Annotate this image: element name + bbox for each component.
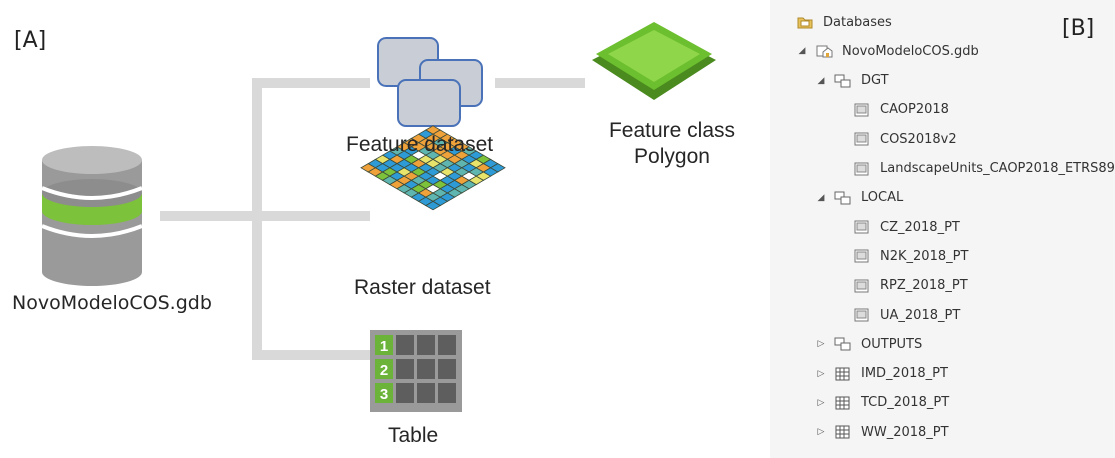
table-cell [396, 335, 414, 355]
tree-item[interactable]: ▷ TCD_2018_PT [816, 391, 950, 415]
tree-item[interactable]: UA_2018_PT [835, 303, 960, 327]
tree-item[interactable]: CAOP2018 [835, 98, 949, 122]
tree-item-label: Databases [823, 14, 892, 30]
feature-class-label-line1: Feature class [608, 119, 736, 142]
table-icon: 1 2 3 [370, 330, 462, 412]
geodatabase-diagram: [A] [12, 22, 756, 447]
collapse-arrow-icon[interactable]: ◢ [798, 46, 806, 57]
panel-a-label: [A] [14, 28, 47, 53]
tree-item-label: OUTPUTS [861, 336, 923, 352]
tree-item-label: LOCAL [861, 190, 904, 206]
feature-dataset-icon [834, 190, 852, 206]
feature-dataset-label: Feature dataset [346, 133, 494, 156]
tree-item[interactable]: N2K_2018_PT [835, 244, 968, 268]
tree-item-label: LandscapeUnits_CAOP2018_ETRS89 [880, 161, 1115, 176]
tree-item-label: COS2018v2 [880, 131, 957, 147]
tree-item[interactable]: COS2018v2 [835, 127, 957, 151]
geodatabase-cylinder-icon [41, 146, 143, 286]
feature-dataset-icon [834, 73, 852, 89]
tree-item-label: WW_2018_PT [861, 424, 949, 440]
raster-icon [834, 424, 852, 440]
tree-item[interactable]: ◢ LOCAL [816, 186, 904, 210]
expand-arrow-icon[interactable]: ▷ [817, 368, 825, 379]
raster-dataset-label: Raster dataset [354, 276, 491, 299]
feature-class-icon [853, 248, 871, 264]
raster-cell [425, 200, 441, 211]
collapse-arrow-icon[interactable]: ◢ [817, 75, 825, 86]
feature-dataset-icon [377, 37, 483, 127]
table-cell [417, 335, 435, 355]
table-cell [438, 335, 456, 355]
raster-dataset-icon [360, 125, 506, 211]
expand-arrow-icon[interactable]: ▷ [817, 397, 825, 408]
table-cell [438, 359, 456, 379]
raster-icon [834, 395, 852, 411]
feature-class-icon [853, 219, 871, 235]
table-row-number: 2 [380, 362, 388, 379]
collapse-arrow-icon[interactable]: ◢ [817, 192, 825, 203]
table-cell [417, 383, 435, 403]
table-row-number-cell [375, 359, 393, 379]
tree-item[interactable]: CZ_2018_PT [835, 215, 960, 239]
tree-item-label: CZ_2018_PT [880, 219, 960, 235]
catalog-tree-panel: [B] Databases ◢ NovoModeloCOS.gdb ◢ DGT CAOP2… [770, 0, 1115, 458]
tree-item[interactable]: RPZ_2018_PT [835, 274, 968, 298]
table-row-number-cell [375, 383, 393, 403]
tree-item-label: IMD_2018_PT [861, 366, 948, 382]
tree-item[interactable]: Databases [778, 10, 892, 34]
feature-class-label: Feature class Polygon [588, 118, 756, 170]
table-cell [417, 359, 435, 379]
tree-item[interactable]: ▷ OUTPUTS [816, 332, 923, 356]
diagram-graphics: 1 2 3 [41, 22, 716, 412]
table-label: Table [388, 424, 439, 447]
tree-item[interactable]: ◢ DGT [816, 69, 889, 93]
polygon-feature-class-icon [592, 22, 716, 100]
feature-class-icon [853, 131, 871, 147]
table-row-number: 1 [380, 338, 388, 355]
table-row-number: 3 [380, 386, 388, 403]
tree-item[interactable]: LandscapeUnits_CAOP2018_ETRS89 [835, 157, 1115, 181]
tree-item-label: NovoModeloCOS.gdb [842, 43, 979, 59]
databases-folder-icon [796, 14, 814, 30]
feature-class-label-line2: Polygon [634, 145, 710, 168]
feature-class-icon [853, 102, 871, 118]
table-cell [396, 359, 414, 379]
raster-icon [834, 366, 852, 382]
tree-item-label: DGT [861, 73, 889, 89]
expand-arrow-icon[interactable]: ▷ [817, 339, 825, 350]
tree-item-label: TCD_2018_PT [861, 395, 950, 411]
connector-lines [160, 78, 585, 360]
tree-item[interactable]: ▷ WW_2018_PT [816, 420, 949, 444]
table-cell [396, 383, 414, 403]
tree-item-label: RPZ_2018_PT [880, 278, 968, 294]
feature-class-icon [853, 278, 871, 294]
table-cell [438, 383, 456, 403]
tree-item-label: UA_2018_PT [880, 307, 961, 323]
gdb-label: NovoModeloCOS.gdb [12, 292, 212, 314]
feature-class-icon [853, 161, 871, 177]
feature-dataset-icon [834, 336, 852, 352]
expand-arrow-icon[interactable]: ▷ [817, 427, 825, 438]
table-row-number-cell [375, 335, 393, 355]
geodatabase-icon [815, 43, 833, 59]
tree-item-label: N2K_2018_PT [880, 248, 969, 264]
tree-item[interactable]: ◢ NovoModeloCOS.gdb [797, 39, 979, 63]
tree-item-label: CAOP2018 [880, 102, 949, 118]
tree-item[interactable]: ▷ IMD_2018_PT [816, 362, 948, 386]
feature-class-icon [853, 307, 871, 323]
panel-b-label: [B] [1062, 16, 1095, 41]
